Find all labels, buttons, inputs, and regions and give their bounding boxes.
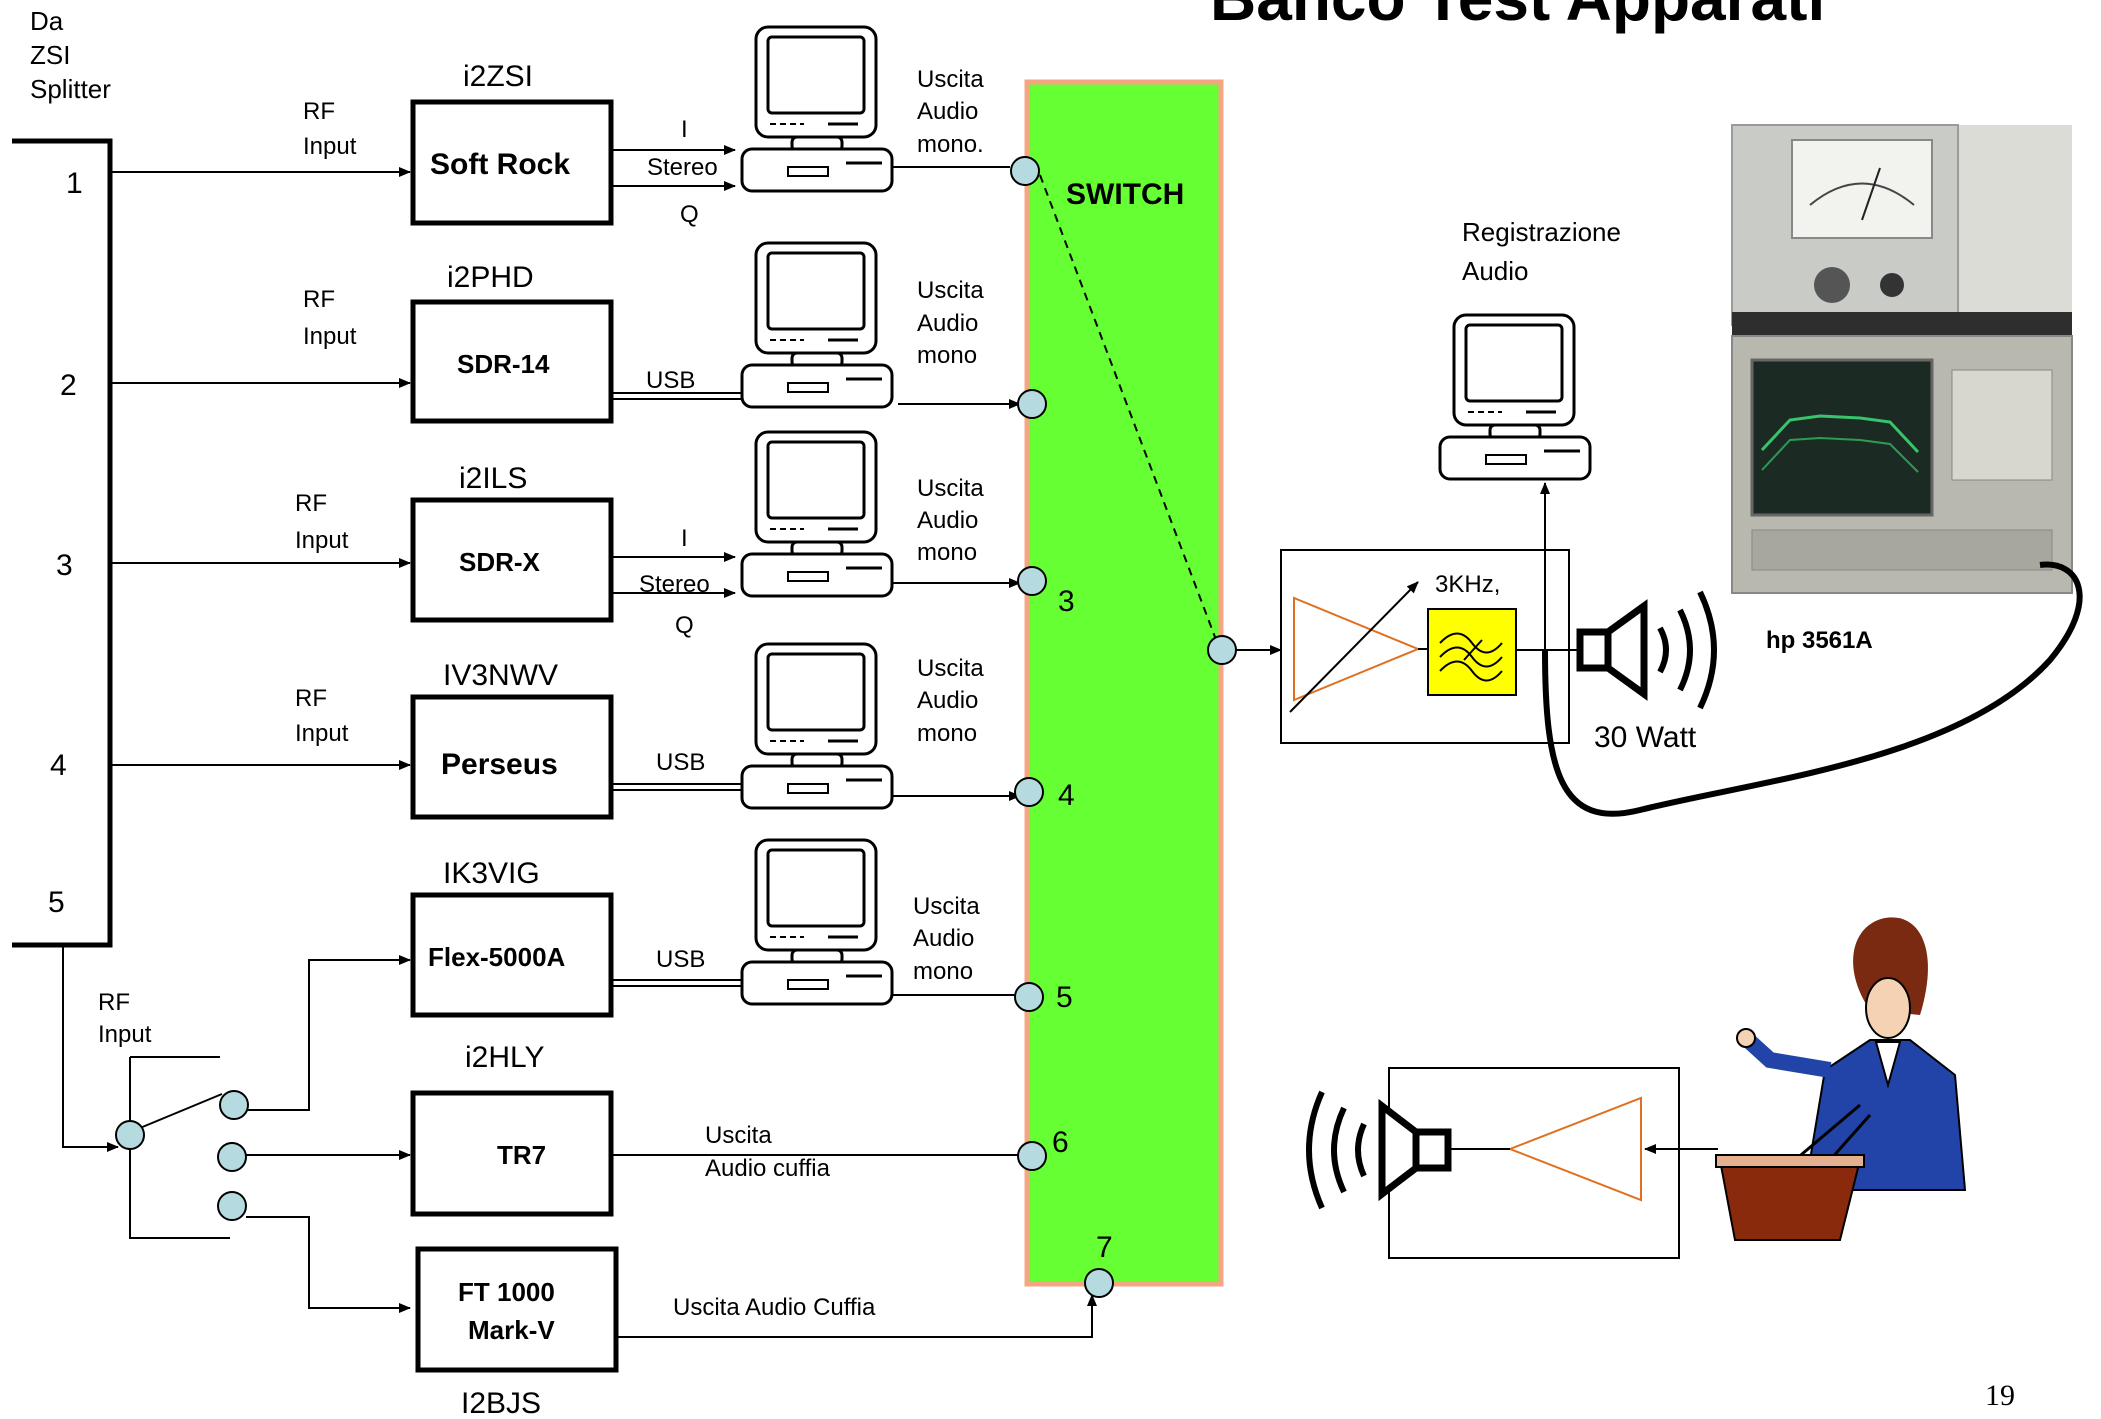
pc-icon xyxy=(1440,315,1590,479)
switch-panel: SWITCH xyxy=(1027,82,1221,1284)
rf-label-2b: Input xyxy=(303,323,357,350)
switch-label: SWITCH xyxy=(1066,178,1184,211)
softrock-call: i2ZSI xyxy=(463,60,533,93)
recording-label-1: Registrazione xyxy=(1462,217,1621,247)
rf-label-5b: Input xyxy=(98,1021,152,1048)
switch-port-3: 3 xyxy=(1058,585,1075,618)
splitter-port-3: 3 xyxy=(56,549,73,582)
softrock-link-stereo: Stereo xyxy=(647,154,718,181)
rf-label-5a: RF xyxy=(98,989,130,1016)
receiver-softrock: i2ZSI Soft Rock I Stereo Q Uscita Audio … xyxy=(413,27,1010,228)
rf-label-1b: Input xyxy=(303,133,357,160)
pc-icon xyxy=(742,432,892,596)
splitter-port-4: 4 xyxy=(50,749,67,782)
sdrx-name: SDR-X xyxy=(459,547,541,577)
receiver-ft1000: FT 1000 Mark-V Uscita Audio Cuffia I2BJS xyxy=(418,1249,1092,1419)
sdrx-link-stereo: Stereo xyxy=(639,571,710,598)
tr7-call: i2HLY xyxy=(465,1041,544,1074)
receiver-sdr14: i2PHD SDR-14 USB Uscita Audio mono xyxy=(413,243,1020,421)
pc-icon xyxy=(742,27,892,191)
receiver-tr7: i2HLY TR7 Uscita Audio cuffia xyxy=(413,1041,1018,1214)
switch-port-4: 4 xyxy=(1058,779,1075,812)
perseus-out1: Uscita xyxy=(917,655,984,682)
sdrx-out2: Audio xyxy=(917,507,978,534)
ft1000-call: I2BJS xyxy=(461,1387,541,1419)
ft1000-out: Uscita Audio Cuffia xyxy=(673,1294,876,1321)
recording-label-2: Audio xyxy=(1462,256,1529,286)
flex-name: Flex-5000A xyxy=(428,942,566,972)
pc-icon xyxy=(742,243,892,407)
sdrx-link-q: Q xyxy=(675,612,694,639)
splitter-label-line1: Da xyxy=(30,6,64,36)
rf-label-4a: RF xyxy=(295,685,327,712)
rf-label-4b: Input xyxy=(295,720,349,747)
sdrx-out1: Uscita xyxy=(917,475,984,502)
filter-label: 3KHz, xyxy=(1435,571,1500,598)
tr7-name: TR7 xyxy=(497,1140,546,1170)
switch-port-5: 5 xyxy=(1056,981,1073,1014)
sdrx-out3: mono xyxy=(917,539,977,566)
pa-system xyxy=(1309,1068,1718,1258)
flex-out1: Uscita xyxy=(913,893,980,920)
receiver-flex: IK3VIG Flex-5000A USB Uscita Audio mono xyxy=(413,840,1020,1015)
rf-label-1a: RF xyxy=(303,98,335,125)
analyzer-photo: hp 3561A xyxy=(1732,125,2072,654)
page-number: 19 xyxy=(1985,1379,2015,1412)
splitter-label-line2: ZSI xyxy=(30,40,70,70)
switch-port-6: 6 xyxy=(1052,1126,1069,1159)
sdr14-name: SDR-14 xyxy=(457,349,550,379)
receiver-perseus: IV3NWV Perseus USB Uscita Audio mono xyxy=(413,644,1020,817)
receiver-sdrx: i2ILS SDR-X I Stereo Q Uscita Audio mono xyxy=(413,432,1020,639)
pc-icon xyxy=(742,644,892,808)
tr7-out2: Audio cuffia xyxy=(705,1155,831,1182)
splitter-label-line3: Splitter xyxy=(30,74,111,104)
pc-icon xyxy=(742,840,892,1004)
sdr14-link: USB xyxy=(646,367,695,394)
sdr14-out3: mono xyxy=(917,342,977,369)
page-title: Banco Test Apparati xyxy=(1210,0,1825,34)
softrock-link-q: Q xyxy=(680,201,699,228)
sdr14-out2: Audio xyxy=(917,310,978,337)
splitter-block: Da ZSI Splitter 1 2 3 4 5 xyxy=(12,6,111,945)
speaker-30w: 30 Watt xyxy=(1580,592,1714,754)
ft1000-name2: Mark-V xyxy=(468,1315,555,1345)
sdr14-call: i2PHD xyxy=(447,261,534,294)
flex-out2: Audio xyxy=(913,925,974,952)
analyzer-cable xyxy=(1545,565,2080,814)
softrock-link-i: I xyxy=(681,116,688,143)
flex-link: USB xyxy=(656,946,705,973)
rf-label-2a: RF xyxy=(303,286,335,313)
perseus-call: IV3NWV xyxy=(443,659,558,692)
splitter-port-5: 5 xyxy=(48,886,65,919)
perseus-out2: Audio xyxy=(917,687,978,714)
tr7-out1: Uscita xyxy=(705,1122,772,1149)
rf-label-3a: RF xyxy=(295,490,327,517)
softrock-out3: mono. xyxy=(917,131,984,158)
analyzer-label: hp 3561A xyxy=(1766,627,1873,654)
switch-port-7: 7 xyxy=(1096,1231,1113,1264)
splitter-port-1: 1 xyxy=(66,167,83,200)
flex-call: IK3VIG xyxy=(443,857,540,890)
sdrx-link-i: I xyxy=(681,525,688,552)
ft1000-name1: FT 1000 xyxy=(458,1277,555,1307)
softrock-out1: Uscita xyxy=(917,66,984,93)
softrock-out2: Audio xyxy=(917,98,978,125)
sdr14-out1: Uscita xyxy=(917,277,984,304)
rf-label-3b: Input xyxy=(295,527,349,554)
perseus-out3: mono xyxy=(917,720,977,747)
sdrx-call: i2ILS xyxy=(459,462,527,495)
recording-pc: Registrazione Audio xyxy=(1440,217,1621,479)
speaker-person-icon xyxy=(1716,917,1965,1240)
speaker-label: 30 Watt xyxy=(1594,721,1697,754)
flex-out3: mono xyxy=(913,958,973,985)
perseus-link: USB xyxy=(656,749,705,776)
amplifier-block: 3KHz, xyxy=(1236,483,1578,743)
perseus-name: Perseus xyxy=(441,748,558,781)
softrock-name: Soft Rock xyxy=(430,148,570,181)
splitter-port-2: 2 xyxy=(60,369,77,402)
